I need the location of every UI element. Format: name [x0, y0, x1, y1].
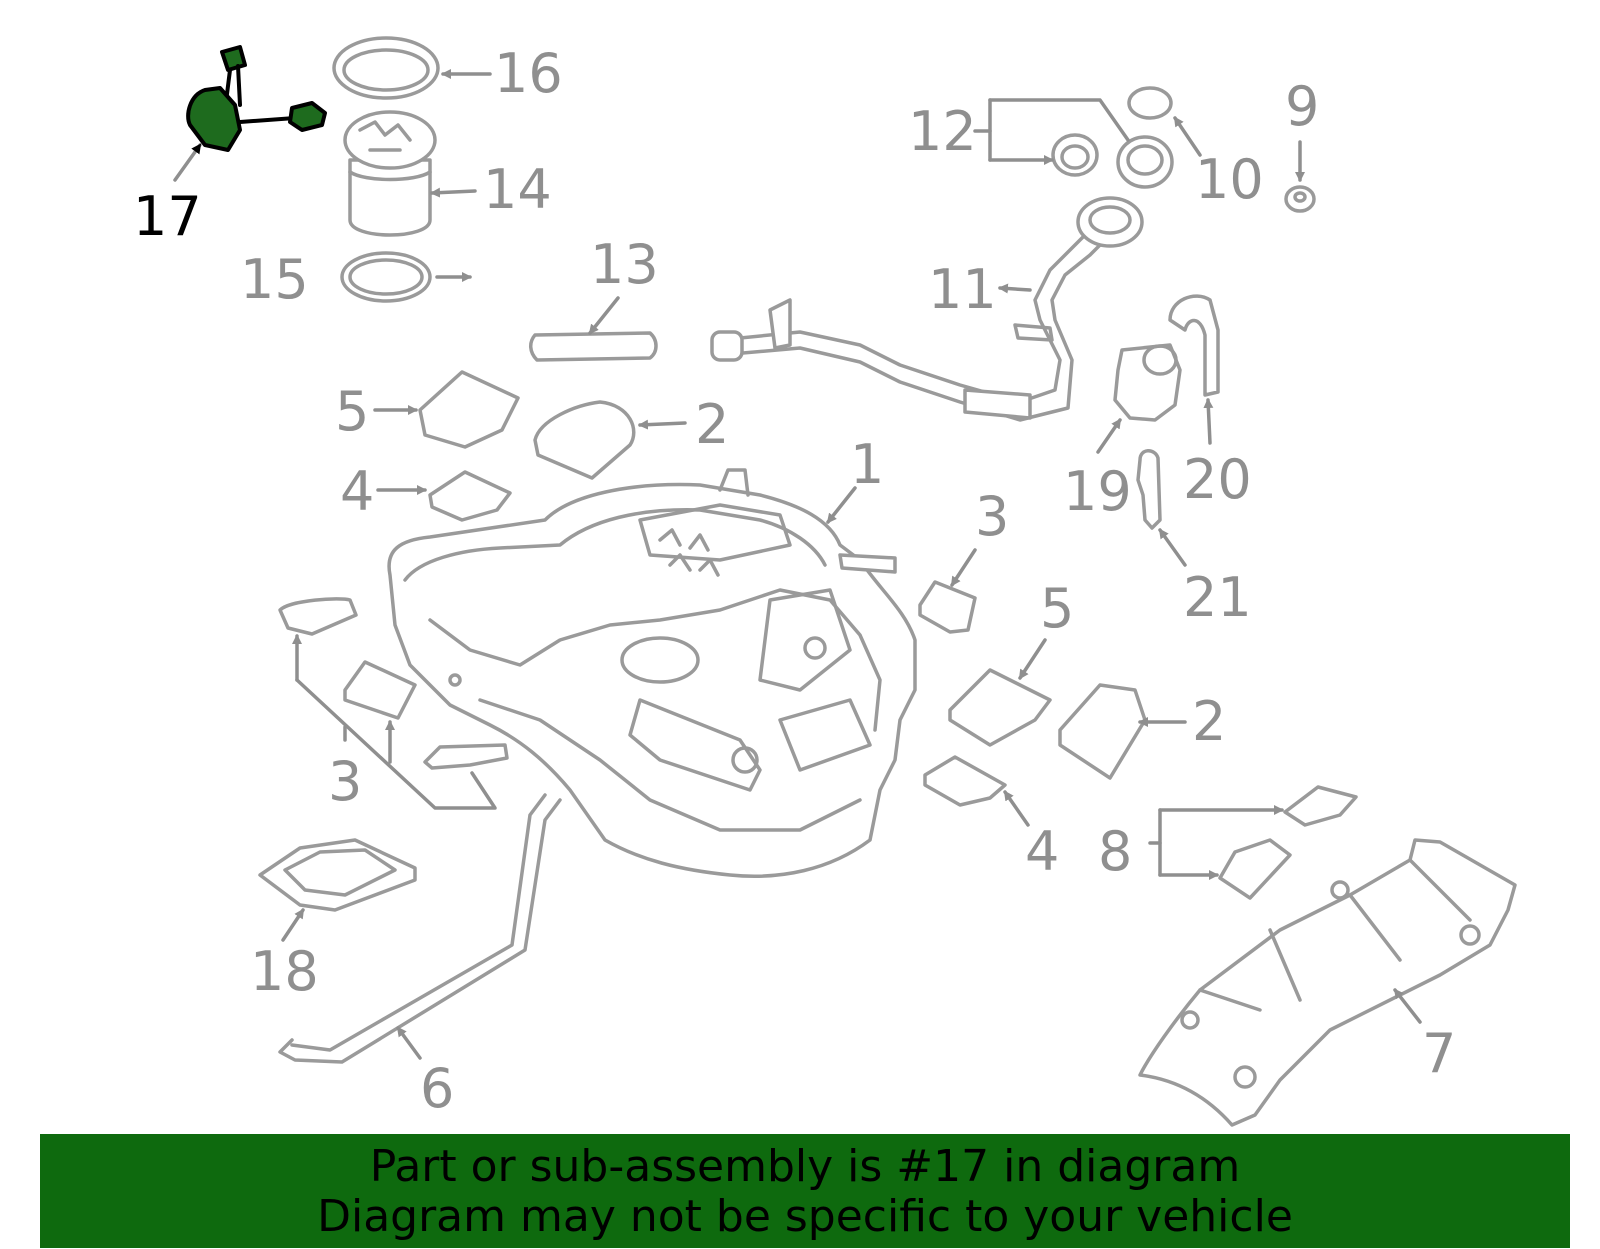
label-11: 11 [928, 258, 997, 321]
part-4-pad-right[interactable] [923, 755, 1007, 807]
label-9: 9 [1285, 75, 1319, 138]
label-3-left: 3 [328, 750, 362, 813]
info-banner: Part or sub-assembly is #17 in diagram D… [40, 1134, 1570, 1248]
part-7-heat-shield[interactable] [1138, 838, 1517, 1127]
label-19: 19 [1063, 460, 1132, 523]
label-1: 1 [850, 433, 884, 496]
part-6-strap[interactable] [278, 793, 562, 1064]
part-14-fuel-pump[interactable] [343, 110, 437, 237]
part-19-canister[interactable] [1113, 343, 1182, 422]
callout-labels: 17 16 14 15 13 12 10 9 11 19 20 21 1 5 2… [133, 42, 1456, 1120]
part-17-fuel-level-sender[interactable] [186, 45, 327, 152]
label-3-right: 3 [975, 485, 1009, 548]
part-9-washer[interactable] [1284, 185, 1316, 213]
part-18-cover[interactable] [258, 838, 417, 912]
part-1-fuel-tank[interactable] [387, 468, 917, 878]
part-13-hose[interactable] [529, 331, 658, 362]
label-13: 13 [590, 233, 659, 296]
part-15-gasket[interactable] [340, 251, 432, 303]
label-6: 6 [420, 1057, 454, 1120]
label-10: 10 [1195, 148, 1264, 211]
part-3-pad-left-b[interactable] [343, 660, 417, 720]
label-2-upper: 2 [695, 393, 729, 456]
label-8: 8 [1098, 820, 1132, 883]
label-4-right: 4 [1025, 820, 1059, 883]
part-3-pad-right[interactable] [918, 580, 977, 634]
part-5-pad-upper[interactable] [418, 370, 520, 449]
part-2-pad-right[interactable] [1058, 683, 1147, 780]
label-20: 20 [1183, 448, 1252, 511]
banner-line-1: Part or sub-assembly is #17 in diagram [369, 1141, 1241, 1192]
label-5-upper: 5 [335, 380, 369, 443]
part-16-lock-ring[interactable] [332, 36, 440, 100]
part-8-pads[interactable] [1218, 785, 1358, 900]
label-7: 7 [1422, 1022, 1456, 1085]
part-21-hose[interactable] [1136, 449, 1162, 530]
label-16: 16 [494, 42, 563, 105]
label-14: 14 [483, 158, 552, 221]
label-2-right: 2 [1192, 690, 1226, 753]
part-3-pad-left-c[interactable] [423, 743, 509, 770]
part-10-o-ring[interactable] [1127, 86, 1173, 120]
label-18: 18 [250, 940, 319, 1003]
part-2-pad-upper[interactable] [533, 400, 636, 480]
part-5-pad-right[interactable] [948, 668, 1052, 747]
part-20-hose[interactable] [1168, 294, 1220, 397]
part-4-pad-upper[interactable] [428, 470, 512, 522]
label-5-right: 5 [1040, 577, 1074, 640]
part-11-filler-pipe[interactable] [710, 196, 1144, 422]
part-3-pad-left-a[interactable] [278, 597, 358, 636]
label-12: 12 [908, 100, 977, 163]
label-4-upper: 4 [340, 460, 374, 523]
part-12-seals[interactable] [1051, 133, 1174, 189]
label-17: 17 [133, 185, 202, 248]
label-15: 15 [240, 248, 309, 311]
label-21: 21 [1183, 566, 1252, 629]
banner-line-2: Diagram may not be specific to your vehi… [317, 1191, 1293, 1242]
leader-lines [173, 69, 1422, 1060]
